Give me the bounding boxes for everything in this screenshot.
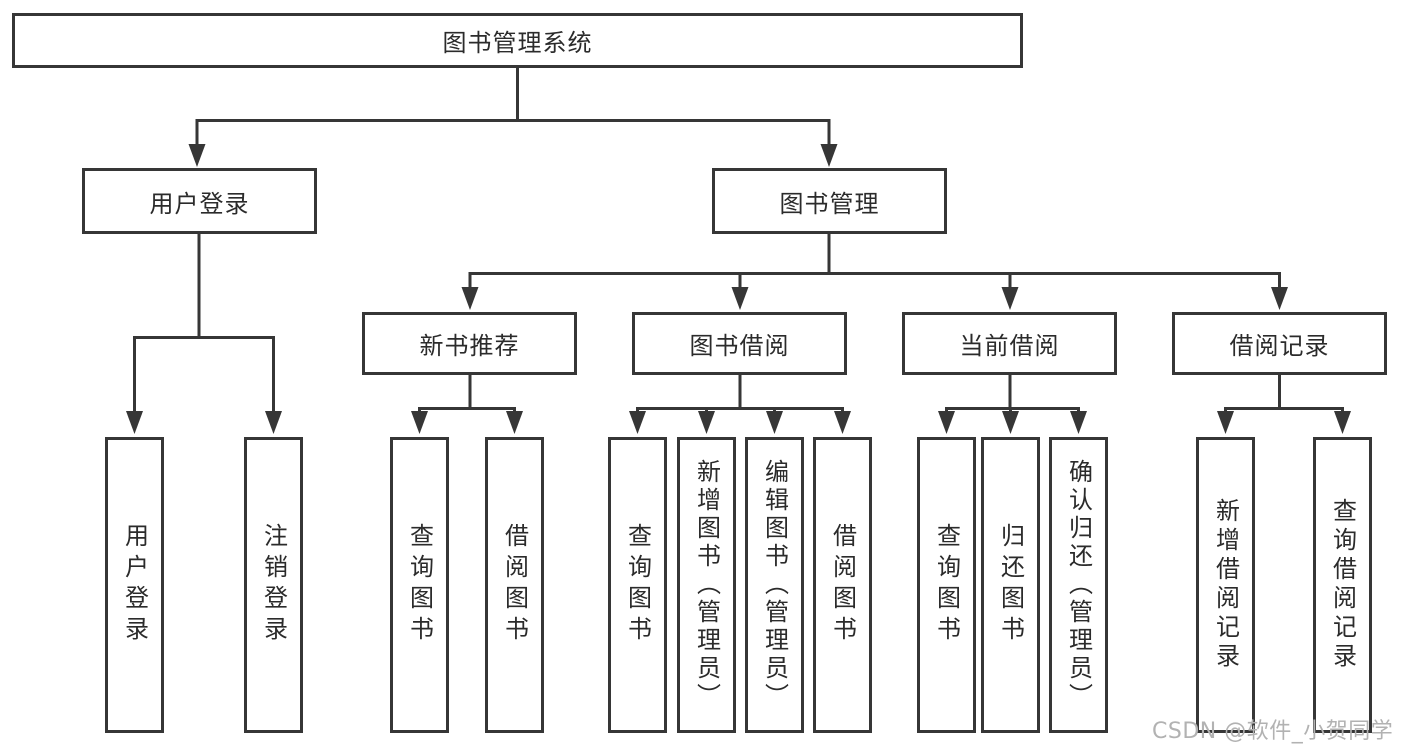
leaf-return-books: 归还图书 (981, 437, 1040, 733)
connector-current-borrow-children (936, 375, 1089, 436)
arrow-down-icon (504, 409, 525, 436)
node-label: 用户登录 (149, 189, 250, 218)
node-root-system: 图书管理系统 (12, 13, 1023, 68)
leaf-query-books-current: 查询图书 (917, 437, 976, 733)
leaf-query-books-borrow: 查询图书 (608, 437, 667, 733)
node-label: 查询图书 (623, 523, 652, 647)
node-user-login: 用户登录 (82, 168, 317, 234)
leaf-logout: 注销登录 (244, 437, 303, 733)
arrow-down-icon (832, 409, 853, 436)
node-label: 注销登录 (259, 523, 288, 647)
node-label: 查询图书 (932, 523, 961, 647)
arrow-down-icon (1000, 409, 1021, 436)
node-label: 编辑图书（管理员） (760, 459, 789, 711)
node-label: 新书推荐 (419, 332, 520, 360)
node-borrow-records: 借阅记录 (1172, 312, 1387, 375)
node-label: 新增图书（管理员） (692, 459, 721, 711)
node-label: 图书借阅 (689, 332, 790, 360)
connector-new-book-children (409, 375, 525, 436)
arrow-down-icon (1068, 409, 1089, 436)
node-label: 当前借阅 (959, 332, 1060, 360)
node-label: 查询借阅记录 (1328, 498, 1357, 672)
arrow-down-icon (819, 142, 839, 169)
node-label: 用户登录 (120, 523, 149, 647)
node-book-management: 图书管理 (712, 168, 947, 234)
leaf-edit-book-admin: 编辑图书（管理员） (745, 437, 804, 733)
arrow-down-icon (187, 142, 207, 169)
arrow-down-icon (696, 409, 717, 436)
leaf-add-borrow-record: 新增借阅记录 (1196, 437, 1255, 733)
node-current-borrow: 当前借阅 (902, 312, 1117, 375)
connector-user-login-children (124, 234, 284, 436)
leaf-user-login: 用户登录 (105, 437, 164, 733)
csdn-watermark: CSDN @软件_小贺同学 (1152, 719, 1394, 744)
leaf-query-books-recommend: 查询图书 (390, 437, 449, 733)
node-label: 借阅记录 (1229, 332, 1330, 360)
node-label: 查询图书 (405, 523, 434, 647)
arrow-down-icon (1215, 409, 1236, 436)
arrow-down-icon (764, 409, 785, 436)
connector-root-to-level2 (187, 68, 839, 169)
node-label: 归还图书 (996, 523, 1025, 647)
leaf-confirm-return-admin: 确认归还（管理员） (1049, 437, 1108, 733)
node-label: 新增借阅记录 (1211, 498, 1240, 672)
arrow-down-icon (1269, 285, 1290, 312)
node-label: 确认归还（管理员） (1064, 459, 1093, 711)
leaf-borrow-books: 借阅图书 (813, 437, 872, 733)
arrow-down-icon (730, 285, 750, 312)
connector-borrow-records-children (1215, 375, 1353, 436)
leaf-borrow-books-recommend: 借阅图书 (485, 437, 544, 733)
arrow-down-icon (936, 409, 957, 436)
arrow-down-icon (460, 285, 480, 312)
node-new-book-recommend: 新书推荐 (362, 312, 577, 375)
arrow-down-icon (409, 409, 430, 436)
leaf-query-borrow-record: 查询借阅记录 (1313, 437, 1372, 733)
node-label: 借阅图书 (828, 523, 857, 647)
connector-book-management-children (460, 233, 1290, 312)
connector-book-borrow-children (627, 375, 853, 436)
arrow-down-icon (627, 409, 648, 436)
arrow-down-icon (263, 409, 284, 436)
arrow-down-icon (124, 409, 145, 436)
node-book-borrow: 图书借阅 (632, 312, 847, 375)
leaf-add-book-admin: 新增图书（管理员） (677, 437, 736, 733)
node-label: 借阅图书 (500, 523, 529, 647)
arrow-down-icon (1000, 285, 1020, 312)
node-label: 图书管理 (779, 189, 880, 218)
node-label: 图书管理系统 (442, 29, 593, 57)
arrow-down-icon (1332, 409, 1353, 436)
